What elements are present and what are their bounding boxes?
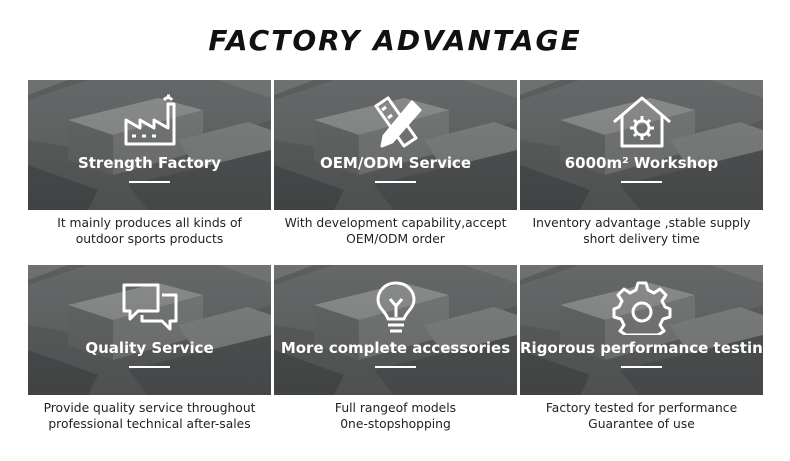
house-gear-icon [612, 96, 671, 148]
card-accessories: More complete accessories Full rangeof m… [274, 265, 517, 432]
card-quality-service: Quality Service Provide quality service … [28, 265, 271, 432]
card-title: More complete accessories [280, 339, 511, 357]
card-strength-factory: Strength Factory It mainly produces all … [28, 80, 271, 247]
factory-photo: Rigorous performance testing [520, 265, 763, 395]
card-title: Strength Factory [77, 154, 222, 172]
divider [621, 366, 662, 368]
page-title: FACTORY ADVANTAGE [208, 24, 582, 57]
divider [129, 181, 170, 183]
factory-photo: 6000m² Workshop [520, 80, 763, 210]
divider [375, 181, 416, 183]
card-title: Rigorous performance testing [520, 339, 763, 357]
divider [375, 366, 416, 368]
divider [621, 181, 662, 183]
factory-photo: More complete accessories [274, 265, 517, 395]
card-title: OEM/ODM Service [319, 154, 472, 172]
card-workshop: 6000m² Workshop Inventory advantage ,sta… [520, 80, 763, 247]
card-title: Quality Service [85, 339, 214, 357]
lightbulb-icon [376, 281, 415, 333]
factory-photo: OEM/ODM Service [274, 80, 517, 210]
card-oem-odm: OEM/ODM Service With development capabil… [274, 80, 517, 247]
factory-photo: Quality Service [28, 265, 271, 395]
divider [129, 366, 170, 368]
chat-bubbles-icon [122, 283, 177, 331]
card-performance-testing: Rigorous performance testing Factory tes… [520, 265, 763, 432]
card-title: 6000m² Workshop [564, 154, 719, 172]
factory-photo: Strength Factory [28, 80, 271, 210]
design-tools-icon [374, 96, 421, 148]
factory-icon [124, 94, 175, 146]
gear-icon [612, 281, 671, 335]
